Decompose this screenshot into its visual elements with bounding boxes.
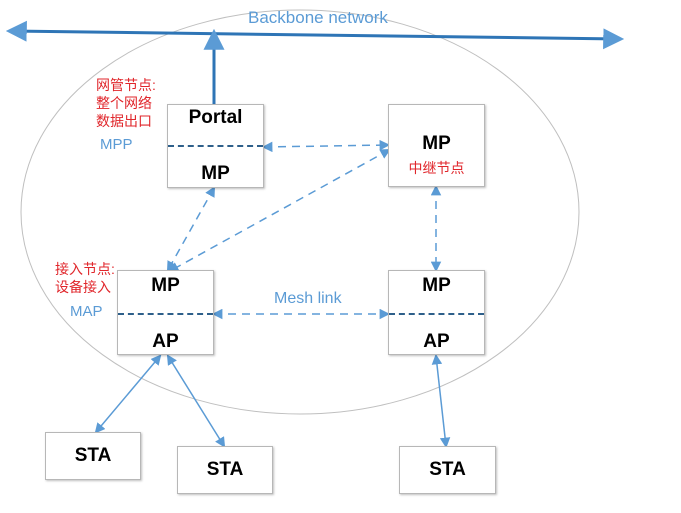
portal-node-divider bbox=[168, 145, 263, 147]
mesh-link-label: Mesh link bbox=[274, 290, 342, 307]
relay-mp-node: MP 中继节点 bbox=[388, 104, 485, 187]
sta-node-3: STA bbox=[399, 446, 496, 494]
map-left-node: MP AP bbox=[117, 270, 214, 355]
map-role-label: MAP bbox=[70, 303, 103, 320]
access-note-line-2: 设备接入 bbox=[55, 279, 111, 295]
backbone-label: Backbone network bbox=[248, 8, 388, 27]
backbone-line bbox=[5, 20, 625, 50]
mpp-role-label: MPP bbox=[100, 136, 133, 153]
sta-node-1: STA bbox=[45, 432, 141, 480]
portal-node: Portal MP bbox=[167, 104, 264, 188]
map-left-mp-label: MP bbox=[151, 275, 180, 296]
gateway-note-line-2: 整个网络 bbox=[96, 95, 152, 111]
map-right-mp-label: MP bbox=[422, 275, 451, 296]
mesh-network-ellipse bbox=[20, 9, 580, 415]
gateway-note-line-1: 网管节点: bbox=[96, 77, 156, 93]
sta-label-2: STA bbox=[206, 459, 244, 480]
portal-mp-label: MP bbox=[201, 163, 230, 184]
map-right-node: MP AP bbox=[388, 270, 485, 355]
sta-link-2 bbox=[166, 354, 226, 448]
relay-mp-label: MP bbox=[422, 133, 451, 154]
sta-node-2: STA bbox=[177, 446, 273, 494]
map-left-divider bbox=[118, 313, 213, 315]
sta-link-1 bbox=[94, 354, 162, 434]
mesh-link-portal-relay bbox=[261, 139, 391, 153]
portal-label: Portal bbox=[188, 107, 243, 128]
map-right-ap-label: AP bbox=[423, 331, 450, 352]
gateway-note-line-3: 数据出口 bbox=[96, 113, 152, 129]
access-note-line-1: 接入节点: bbox=[55, 261, 115, 277]
map-right-divider bbox=[389, 313, 484, 315]
access-node-note: 接入节点: 设备接入 bbox=[55, 260, 115, 296]
gateway-node-note: 网管节点: 整个网络 数据出口 bbox=[96, 76, 156, 130]
sta-label-3: STA bbox=[429, 459, 466, 480]
sta-link-3 bbox=[431, 353, 451, 449]
sta-label-1: STA bbox=[74, 445, 112, 466]
relay-node-note: 中继节点 bbox=[408, 160, 465, 176]
mesh-link-portal-map bbox=[166, 186, 216, 272]
map-left-ap-label: AP bbox=[152, 331, 179, 352]
